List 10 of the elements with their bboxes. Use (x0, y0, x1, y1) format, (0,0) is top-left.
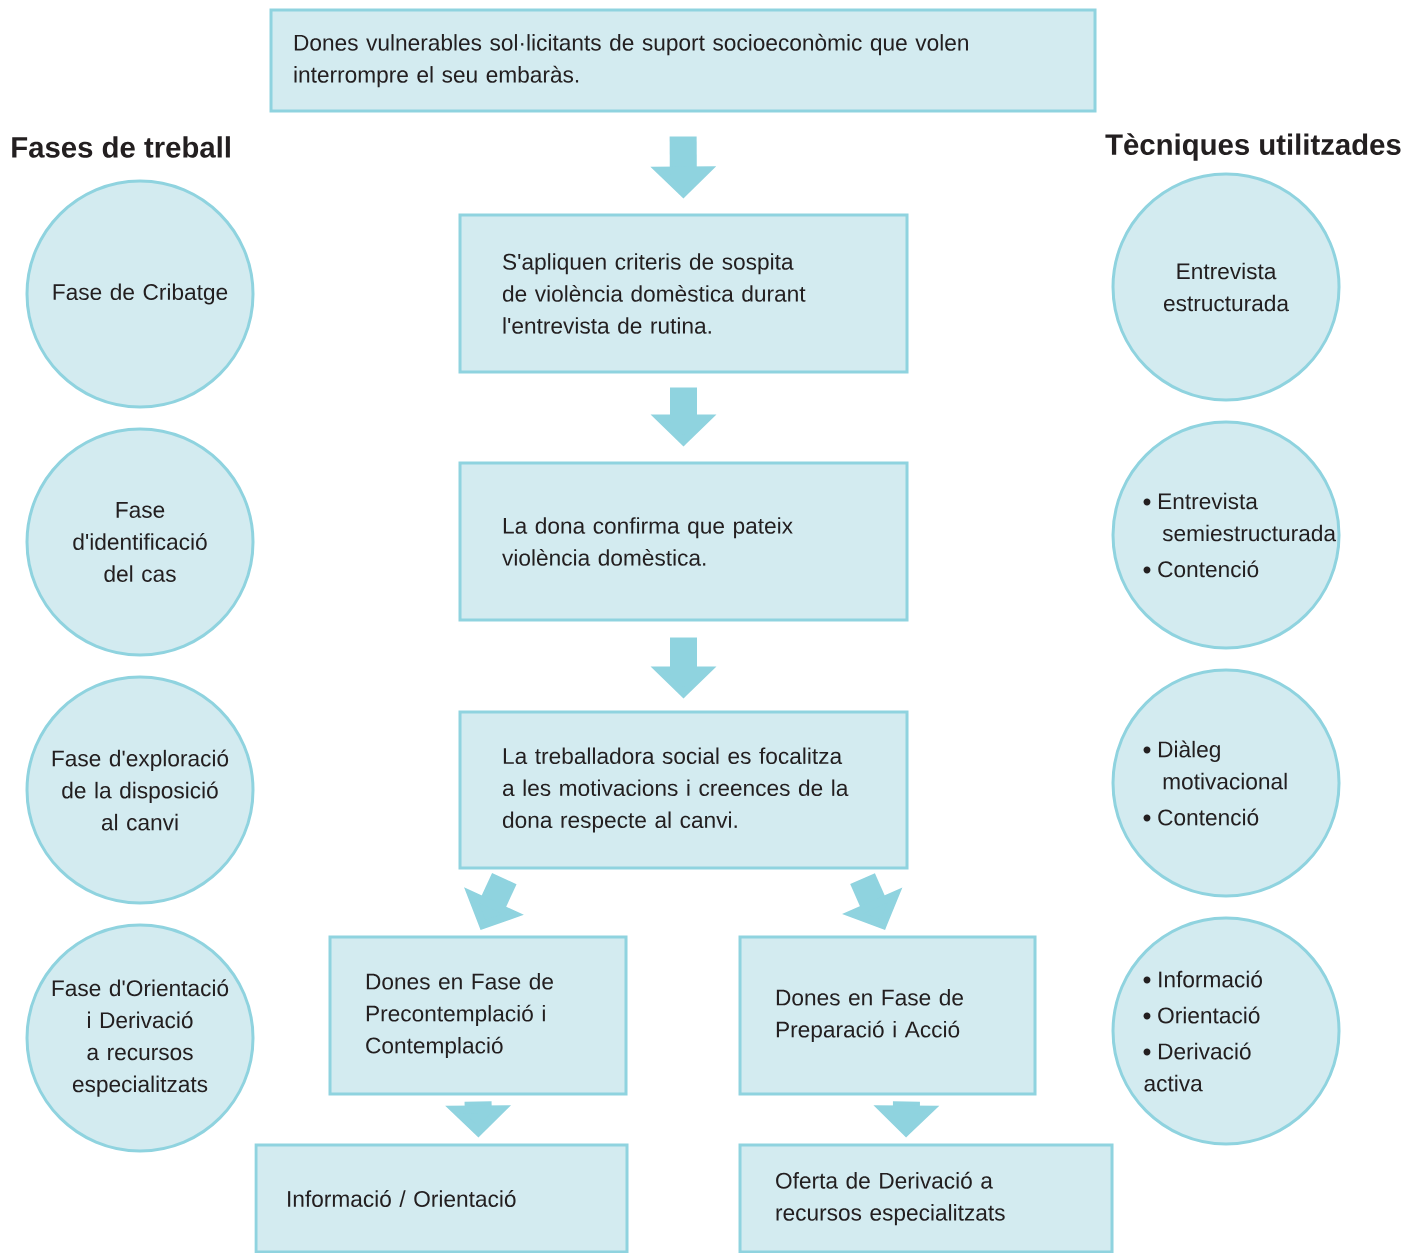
process-box: Dones en Fase de Preparació i Acció (738, 935, 1037, 1096)
column-heading: Fases de treball (12, 136, 230, 158)
process-box: Dones vulnerables sol·licitants de suport socioeconòmic que volen interrompre el seu embaràs. (269, 8, 1097, 113)
column-heading: Tècniques utilitzades (1105, 133, 1401, 161)
process-box: La dona confirma que pateix violència domèstica. (458, 461, 909, 622)
process-box: La treballadora social es focalitza a les motivacions i creences de la dona respecte al canvi. (458, 710, 909, 870)
process-box: Informació / Orientació (254, 1143, 629, 1253)
process-box: Dones en Fase de Precontemplació i Contemplació (328, 935, 628, 1096)
process-box: S'apliquen criteris de sospita de violència domèstica durant l'entrevista de rutina. (458, 213, 909, 374)
process-box: Oferta de Derivació a recursos especialitzats (738, 1143, 1114, 1253)
